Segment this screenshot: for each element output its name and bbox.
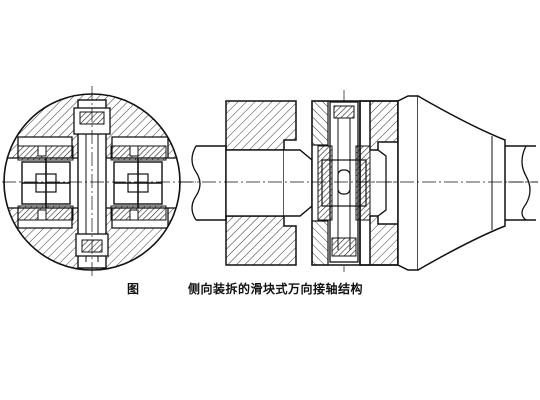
longitudinal-section-view [191,95,536,271]
figure-title: 侧向装拆的滑块式万向接轴结构 [188,282,364,296]
figure-caption: 图 侧向装拆的滑块式万向接轴结构 [0,280,540,300]
figure-label: 图 [127,282,140,296]
